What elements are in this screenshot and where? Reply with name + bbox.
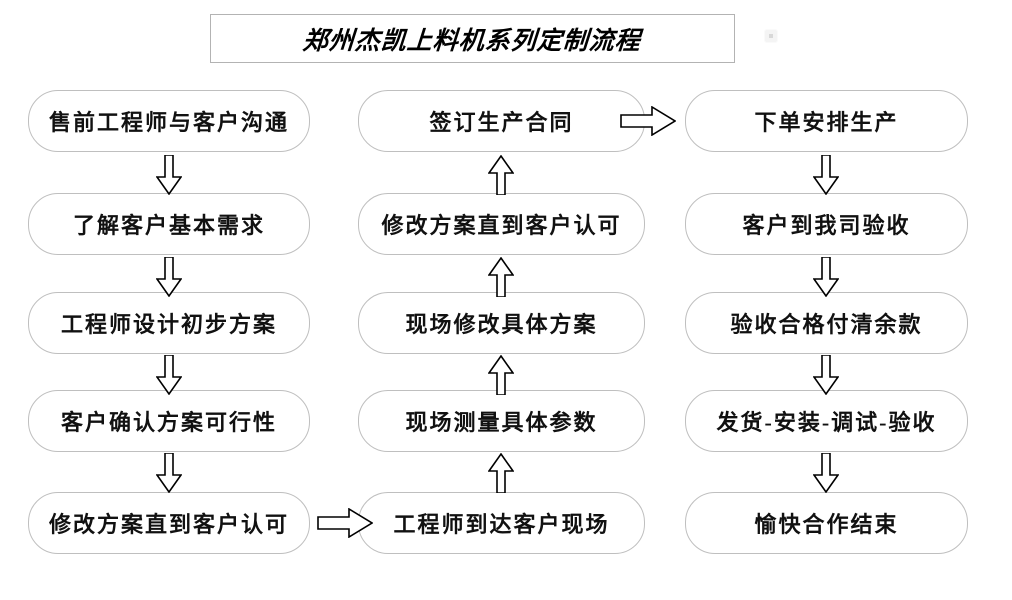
process-box-right-1[interactable]: 下单安排生产 (685, 90, 968, 152)
process-label: 现场测量具体参数 (405, 410, 598, 435)
process-label: 了解客户基本需求 (72, 213, 265, 238)
process-box-left-3[interactable]: 工程师设计初步方案 (28, 292, 310, 354)
process-box-left-1[interactable]: 售前工程师与客户沟通 (28, 90, 310, 152)
process-box-left-2[interactable]: 了解客户基本需求 (28, 193, 310, 255)
process-label: 修改方案直到客户认可 (48, 512, 289, 537)
image-artifact-speck (764, 29, 778, 43)
process-label: 愉快合作结束 (754, 512, 899, 537)
process-box-right-5[interactable]: 愉快合作结束 (685, 492, 968, 554)
process-box-left-5[interactable]: 修改方案直到客户认可 (28, 492, 310, 554)
process-box-right-3[interactable]: 验收合格付清余款 (685, 292, 968, 354)
process-box-middle-2[interactable]: 修改方案直到客户认可 (358, 193, 645, 255)
process-box-middle-3[interactable]: 现场修改具体方案 (358, 292, 645, 354)
arrow-down-icon (156, 257, 182, 297)
process-label: 工程师设计初步方案 (60, 312, 277, 337)
arrow-down-icon (156, 355, 182, 395)
arrow-down-icon (156, 453, 182, 493)
arrow-down-icon (813, 453, 839, 493)
process-box-right-2[interactable]: 客户到我司验收 (685, 193, 968, 255)
chart-title: 郑州杰凯上料机系列定制流程 (302, 27, 643, 55)
process-label: 售前工程师与客户沟通 (48, 110, 289, 135)
process-label: 工程师到达客户现场 (393, 512, 610, 537)
arrow-down-icon (813, 355, 839, 395)
process-label: 签订生产合同 (429, 110, 574, 135)
process-label: 现场修改具体方案 (405, 312, 598, 337)
arrow-up-icon (488, 257, 514, 297)
process-label: 客户到我司验收 (742, 213, 911, 238)
arrow-up-icon (488, 453, 514, 493)
process-box-middle-5[interactable]: 工程师到达客户现场 (358, 492, 645, 554)
chart-title-box: 郑州杰凯上料机系列定制流程 (210, 14, 735, 63)
arrow-down-icon (813, 155, 839, 195)
arrow-right-icon-left-to-middle (317, 508, 373, 538)
process-label: 客户确认方案可行性 (60, 410, 277, 435)
process-box-middle-1[interactable]: 签订生产合同 (358, 90, 645, 152)
process-label: 验收合格付清余款 (730, 312, 923, 337)
process-box-middle-4[interactable]: 现场测量具体参数 (358, 390, 645, 452)
arrow-right-icon-middle-to-right (620, 106, 676, 136)
arrow-up-icon (488, 355, 514, 395)
process-box-right-4[interactable]: 发货-安装-调试-验收 (685, 390, 968, 452)
arrow-down-icon (813, 257, 839, 297)
process-label: 修改方案直到客户认可 (381, 213, 622, 238)
process-label: 下单安排生产 (754, 110, 899, 135)
process-box-left-4[interactable]: 客户确认方案可行性 (28, 390, 310, 452)
arrow-down-icon (156, 155, 182, 195)
process-label: 发货-安装-调试-验收 (716, 410, 937, 435)
arrow-up-icon (488, 155, 514, 195)
